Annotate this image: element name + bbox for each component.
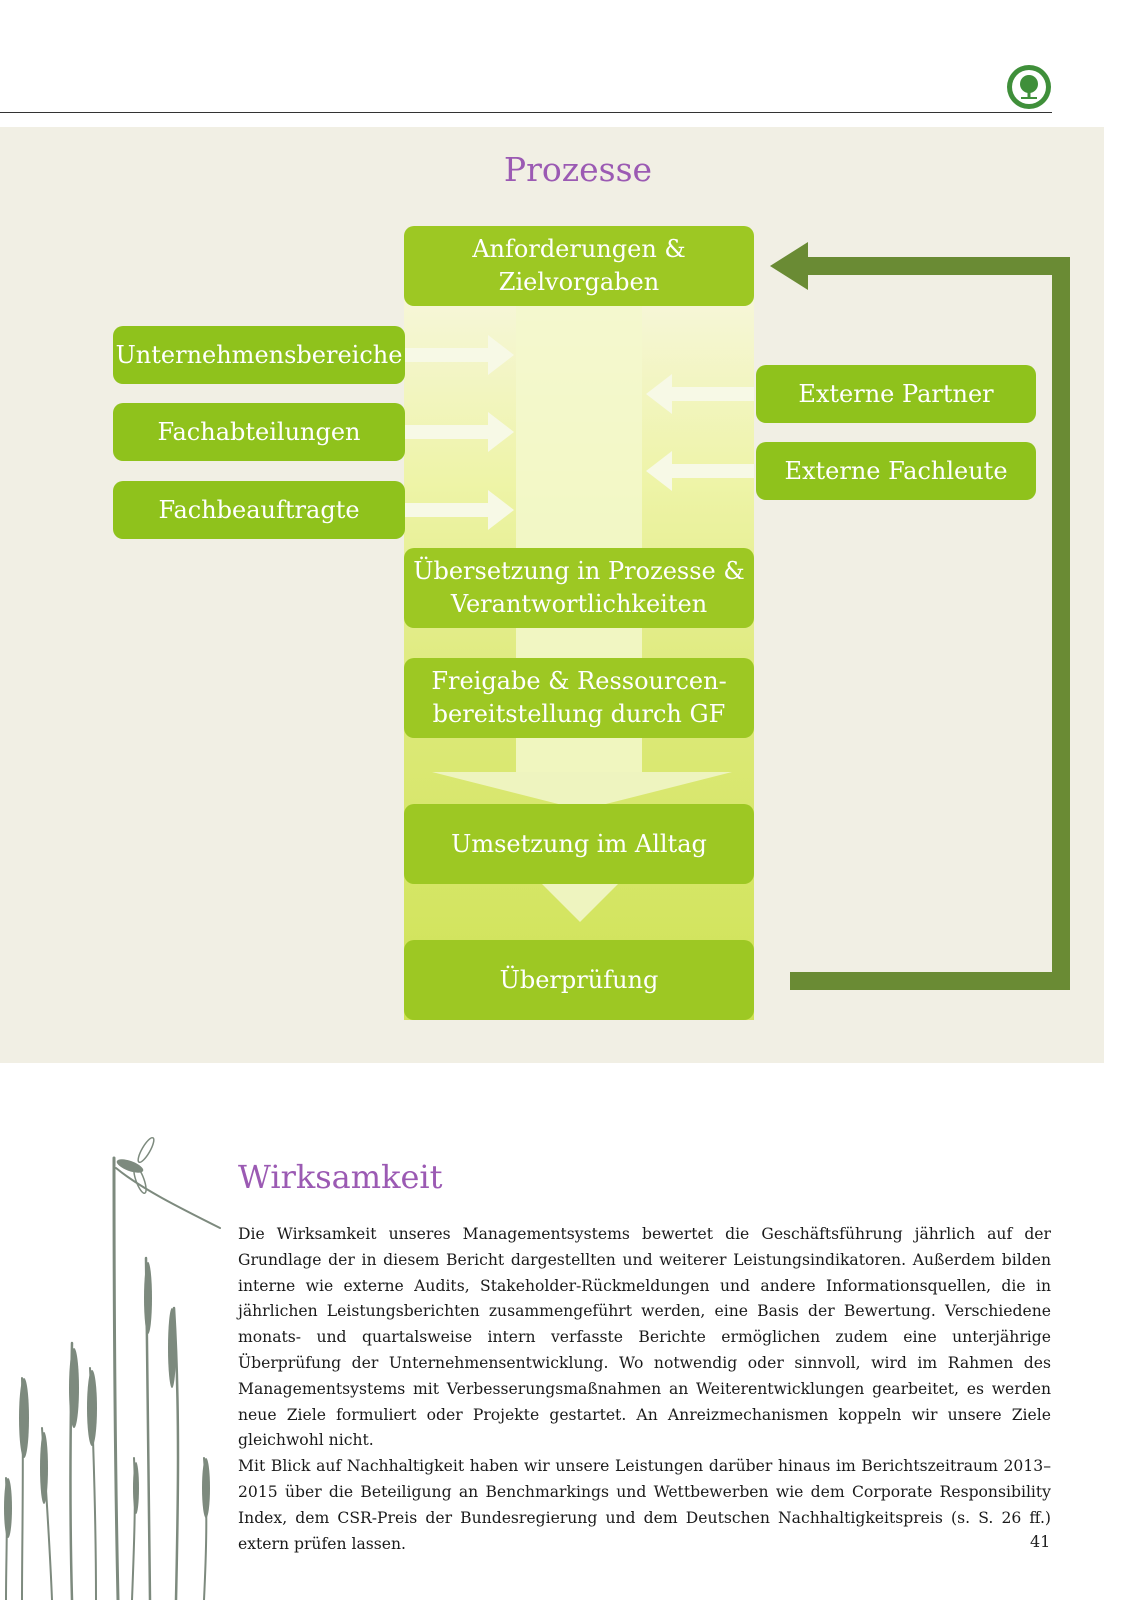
step-anforderungen: Anforderungen & Zielvorgaben	[404, 226, 754, 306]
step-uebersetzung: Übersetzung in Prozesse & Verantwortlich…	[404, 548, 754, 628]
input-arrow	[404, 335, 514, 375]
feedback-loop-vertical	[1052, 257, 1070, 990]
section-body: Die Wirksamkeit unseres Managementsystem…	[238, 1222, 1051, 1557]
input-arrow	[404, 412, 514, 452]
flow-down-arrow	[432, 772, 732, 810]
input-arrow	[646, 374, 754, 414]
step-umsetzung: Umsetzung im Alltag	[404, 804, 754, 884]
input-unternehmensbereiche: Unternehmensbereiche	[113, 326, 405, 384]
feedback-loop-top	[808, 257, 1070, 275]
input-externe-partner: Externe Partner	[756, 365, 1036, 423]
step-ueberpruefung: Überprüfung	[404, 940, 754, 1020]
grass-dragonfly-illustration	[4, 1136, 221, 1600]
flow-down-arrow	[542, 884, 618, 922]
input-fachbeauftragte: Fachbeauftragte	[113, 481, 405, 539]
body-paragraph: Die Wirksamkeit unseres Managementsystem…	[238, 1225, 1051, 1450]
input-arrow	[404, 490, 514, 530]
input-fachabteilungen: Fachabteilungen	[113, 403, 405, 461]
page-number: 41	[1030, 1532, 1051, 1551]
section-title: Wirksamkeit	[238, 1158, 443, 1196]
header-rule	[0, 112, 1052, 113]
input-arrow	[646, 451, 754, 491]
input-externe-fachleute: Externe Fachleute	[756, 442, 1036, 500]
feedback-arrow-head	[770, 242, 808, 290]
diagram-title: Prozesse	[503, 150, 653, 189]
step-freigabe: Freigabe & Ressourcen- bereitstellung du…	[404, 658, 754, 738]
tree-logo-icon	[1007, 65, 1051, 109]
feedback-loop-bottom	[790, 972, 1070, 990]
body-paragraph: Mit Blick auf Nachhaltigkeit haben wir u…	[238, 1457, 1051, 1553]
